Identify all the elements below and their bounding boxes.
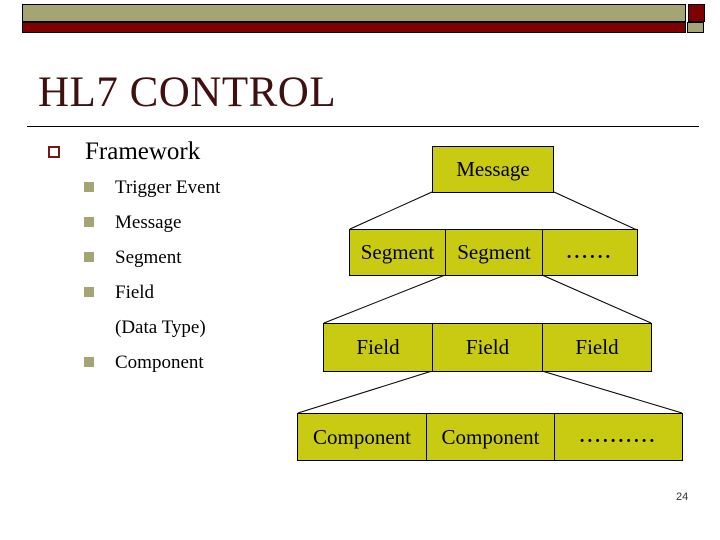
top-bar-tan-square — [687, 22, 704, 33]
square-bullet-icon — [84, 357, 94, 367]
page-number: 24 — [676, 491, 689, 503]
list-item: Segment — [84, 246, 182, 270]
list-item: Field — [84, 281, 154, 305]
component-box: Component — [297, 413, 427, 461]
list-item-label: Segment — [115, 247, 182, 268]
list-item: Message — [84, 211, 181, 235]
list-item: Trigger Event — [84, 176, 220, 200]
component-box: Component — [426, 413, 555, 461]
list-item-label: Field — [115, 282, 155, 303]
message-box: Message — [432, 146, 554, 193]
component-more-box: .......... — [554, 413, 683, 461]
field-box: Field — [542, 323, 652, 372]
square-bullet-icon — [84, 182, 94, 192]
top-bar-tan — [22, 4, 686, 22]
square-bullet-icon — [84, 217, 94, 227]
field-box: Field — [323, 323, 433, 372]
list-item: Component — [84, 351, 204, 375]
framework-heading-row: Framework — [48, 138, 200, 166]
square-bullet-icon — [84, 287, 94, 297]
field-box: Field — [432, 323, 543, 372]
segment-box: Segment — [445, 229, 543, 276]
framework-heading: Framework — [85, 138, 201, 165]
segment-more-box: ...... — [542, 229, 638, 276]
list-item-label: Trigger Event — [115, 177, 221, 198]
list-item-label: Message — [115, 212, 182, 233]
list-item: (Data Type) — [84, 316, 206, 340]
top-bar-maroon-square — [688, 4, 705, 22]
top-bar-maroon — [22, 22, 686, 33]
slide-title: HL7 CONTROL — [38, 69, 337, 116]
list-item-label: (Data Type) — [115, 317, 206, 338]
list-item-label: Component — [115, 352, 204, 373]
hollow-square-bullet-icon — [48, 146, 60, 158]
segment-box: Segment — [349, 229, 446, 276]
square-bullet-icon — [84, 252, 94, 262]
title-underline — [27, 126, 699, 127]
